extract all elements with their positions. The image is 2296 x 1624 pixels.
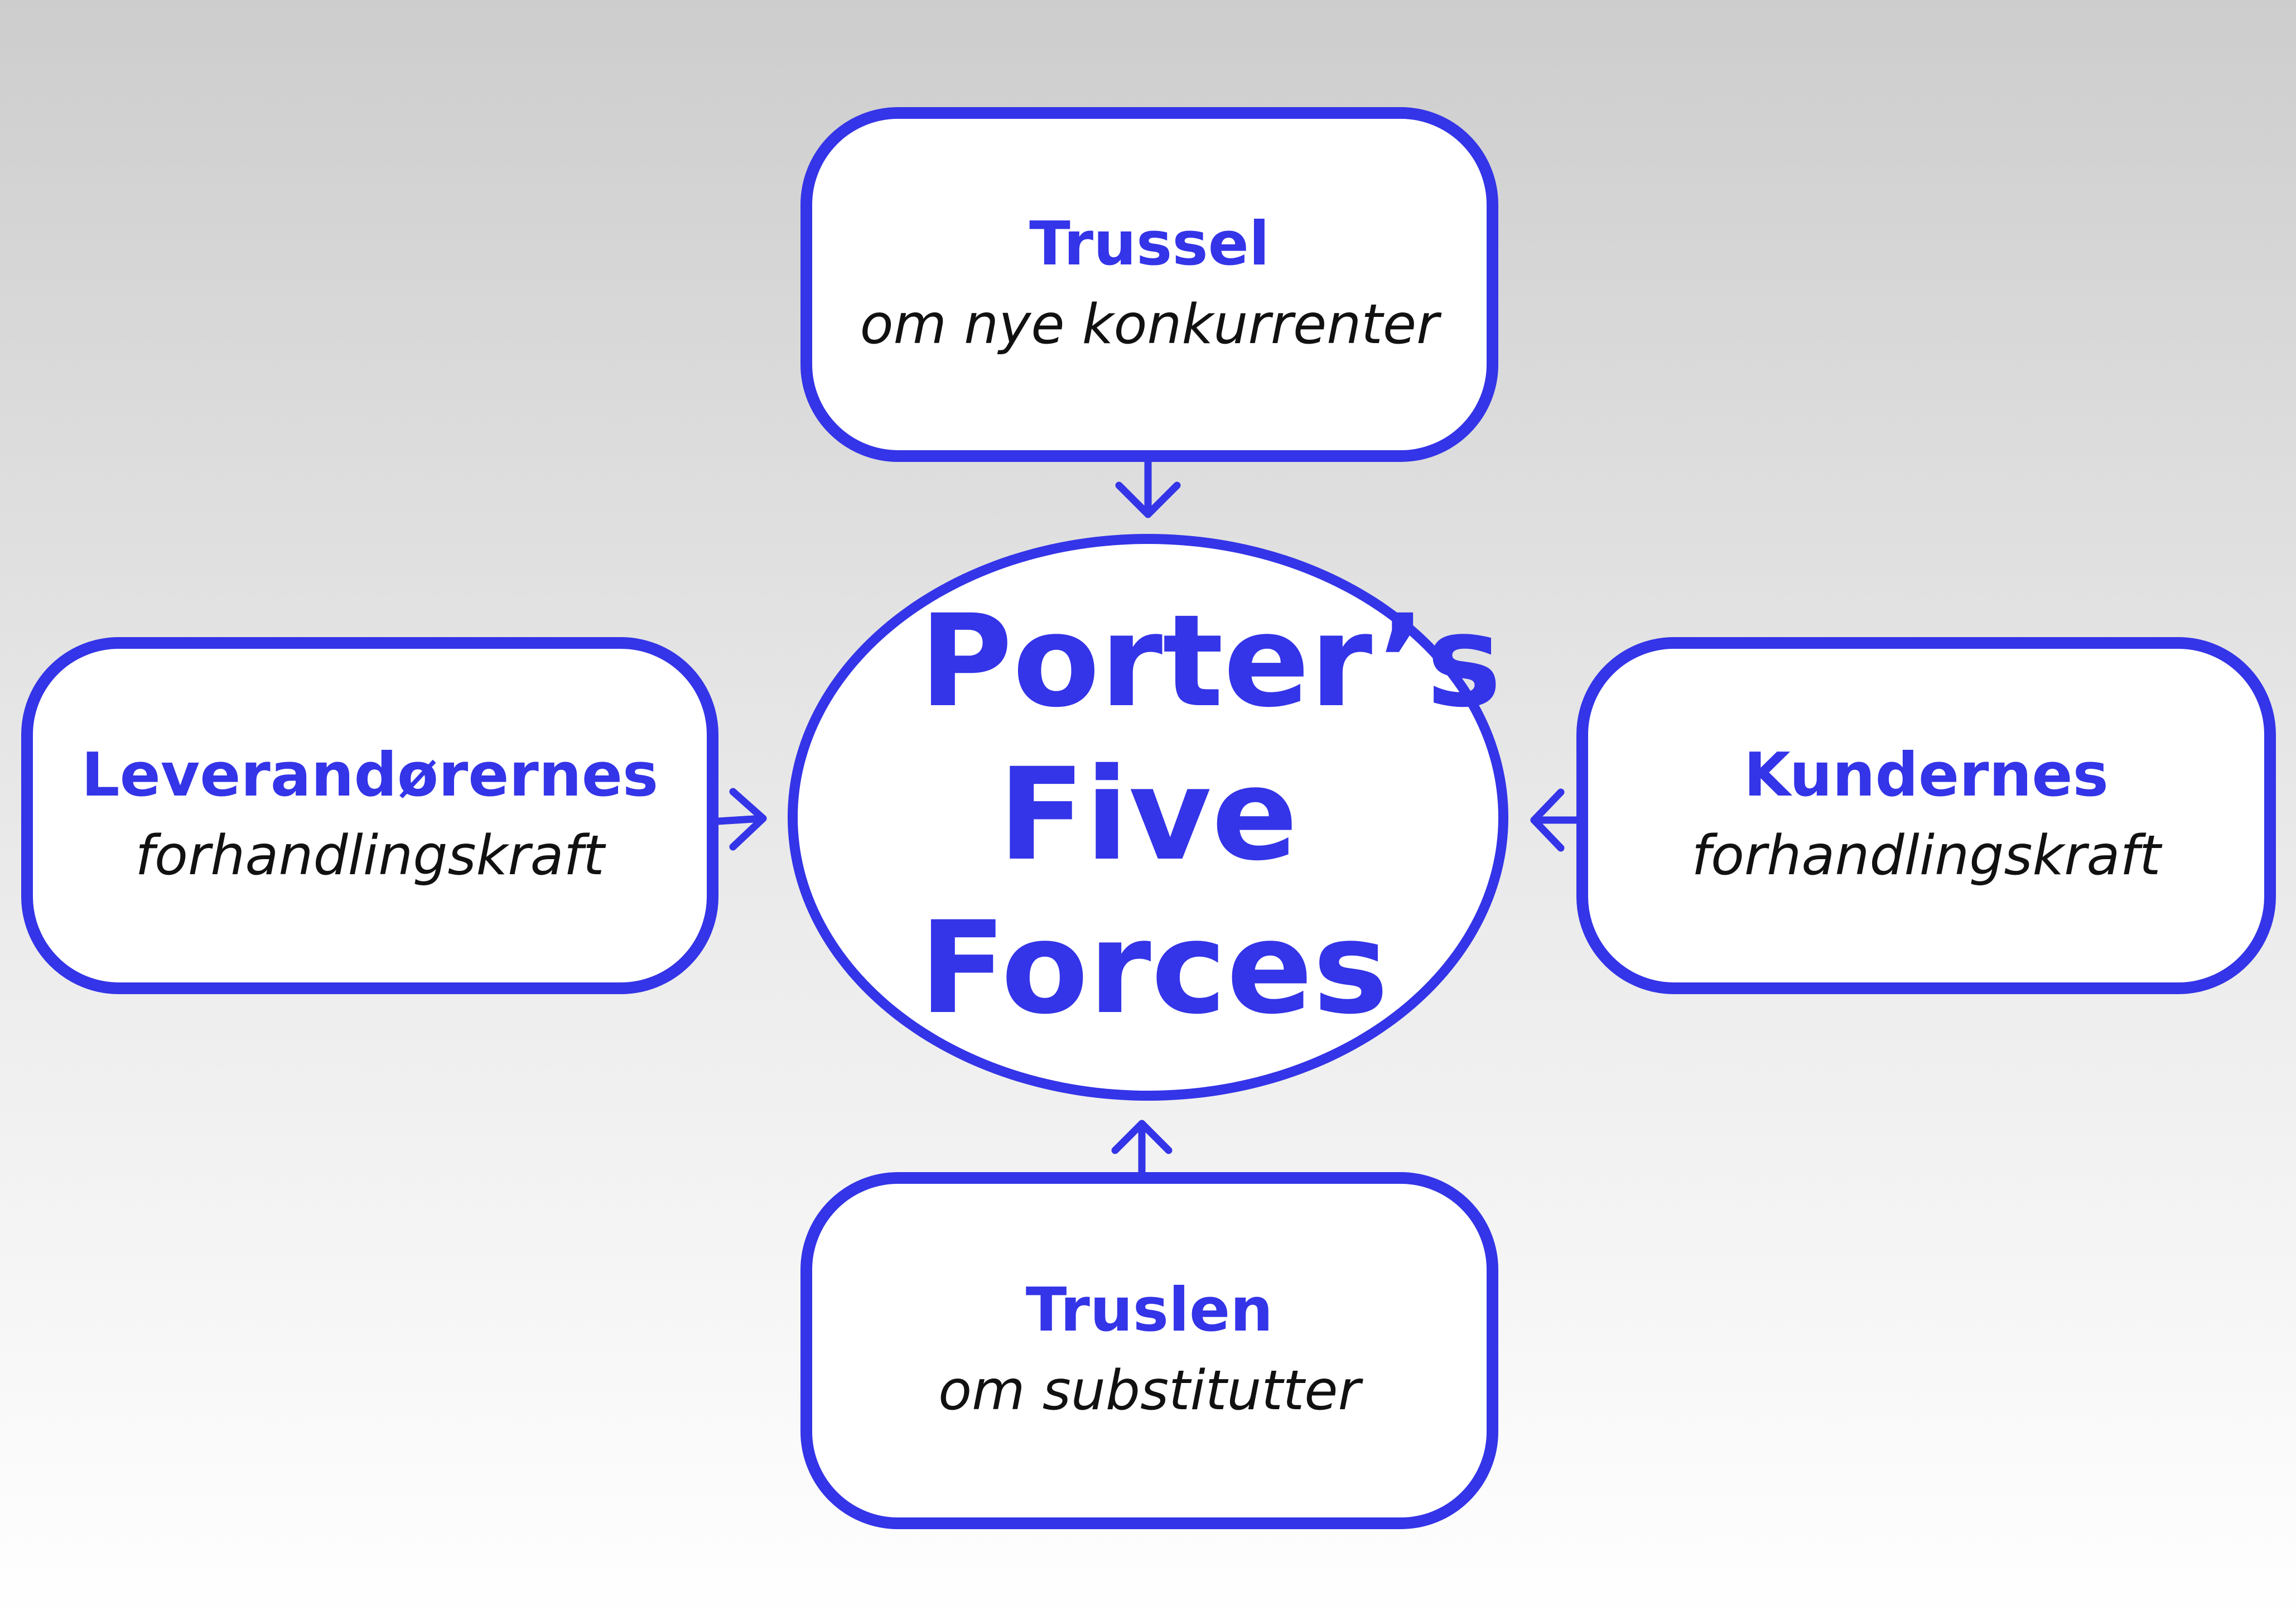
arrow-bottom-to-center — [1111, 1120, 1173, 1176]
force-box-suppliers: Leverandørernes forhandlingskraft — [21, 637, 718, 994]
arrow-right-to-center — [1530, 788, 1580, 852]
arrow-top-to-center — [1115, 458, 1181, 518]
center-ellipse: Porter’s Five Forces — [788, 534, 1508, 1101]
force-subtitle-new-entrants: om nye konkurrenter — [860, 293, 1439, 356]
force-subtitle-suppliers: forhandlingskraft — [135, 824, 605, 888]
force-title-new-entrants: Trussel — [1029, 209, 1270, 279]
force-subtitle-substitutes: om substitutter — [938, 1359, 1361, 1423]
force-box-buyers: Kundernes forhandlingskraft — [1576, 637, 2276, 994]
force-title-buyers: Kundernes — [1744, 740, 2109, 810]
center-title: Porter’s Five Forces — [919, 586, 1502, 1042]
force-box-substitutes: Truslen om substitutter — [800, 1172, 1498, 1529]
force-title-suppliers: Leverandørernes — [81, 740, 659, 810]
force-title-substitutes: Truslen — [1025, 1275, 1274, 1345]
force-box-new-entrants: Trussel om nye konkurrenter — [800, 107, 1498, 462]
arrow-left-to-center — [715, 788, 767, 851]
force-subtitle-buyers: forhandlingskraft — [1691, 824, 2161, 888]
